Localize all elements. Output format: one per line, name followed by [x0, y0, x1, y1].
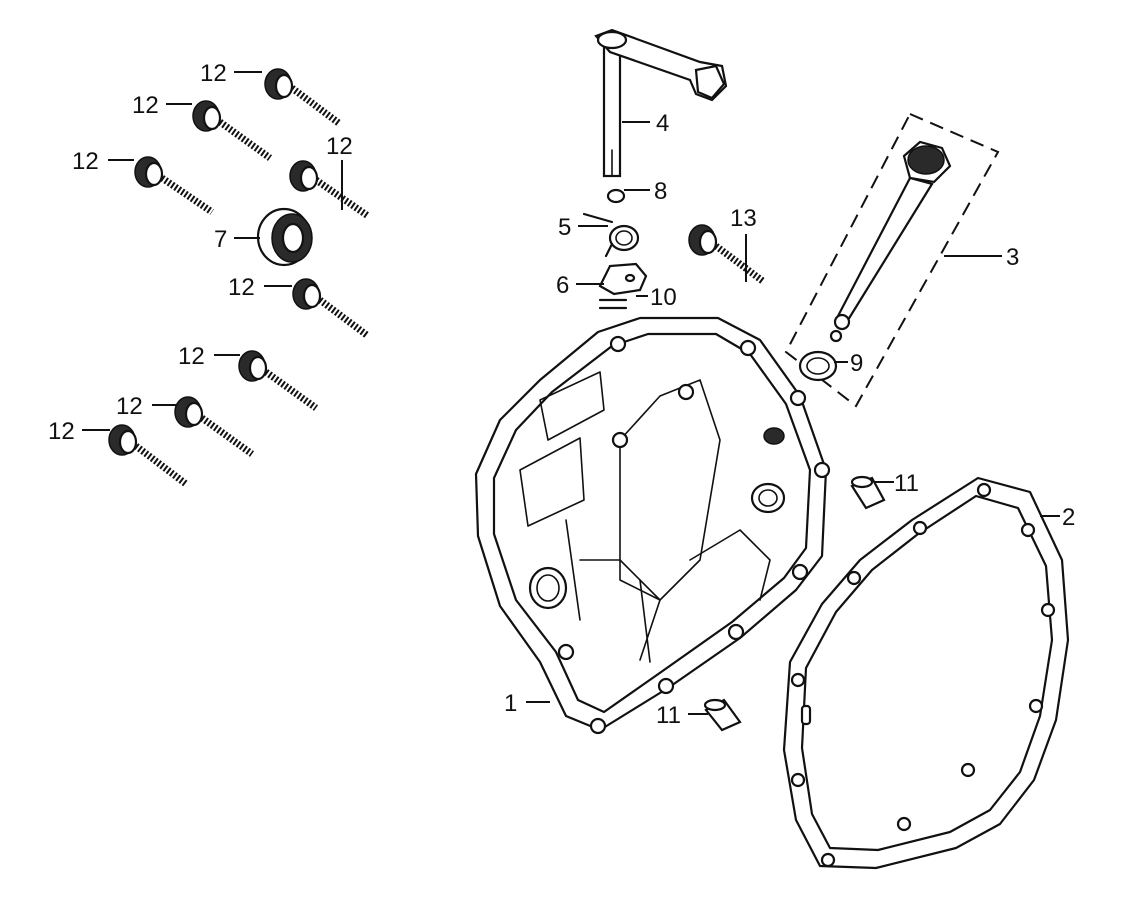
callout-2: 2 — [1062, 504, 1075, 531]
bolt-12-d — [289, 160, 370, 219]
dowel-pin-11-b — [703, 698, 742, 732]
callout-12g: 12 — [116, 393, 143, 420]
crankcase-cover-1 — [474, 316, 831, 735]
dowel-pin-11-a — [850, 475, 886, 510]
bolt-12-h — [108, 424, 189, 487]
callout-12h: 12 — [48, 418, 75, 445]
bolt-12-g — [174, 396, 255, 457]
callout-7: 7 — [214, 226, 227, 253]
pin-10 — [598, 298, 628, 310]
bolt-12-f — [238, 350, 319, 411]
callout-12a: 12 — [200, 60, 227, 87]
bolt-12-a — [264, 68, 343, 127]
gasket-2 — [782, 476, 1070, 870]
callout-13: 13 — [730, 205, 757, 232]
callout-12d: 12 — [326, 133, 353, 160]
dipstick-assembly-3 — [784, 112, 1000, 408]
callout-11b: 11 — [656, 702, 681, 729]
washer-8 — [606, 188, 626, 204]
bolt-12-c — [134, 156, 214, 215]
callout-4: 4 — [656, 110, 669, 137]
callout-12f: 12 — [178, 343, 205, 370]
callout-11a: 11 — [894, 470, 919, 497]
callout-12e: 12 — [228, 274, 255, 301]
callout-3: 3 — [1006, 244, 1019, 271]
bolt-13 — [688, 224, 767, 285]
callout-8: 8 — [654, 178, 667, 205]
callout-1: 1 — [504, 690, 517, 717]
plate-6 — [598, 262, 648, 296]
leader-lines — [82, 71, 1060, 715]
spring-5 — [582, 212, 640, 258]
callout-10: 10 — [650, 284, 677, 311]
callout-labels: 12 12 12 12 7 12 12 12 12 4 8 5 13 6 10 … — [48, 60, 1075, 729]
oil-seal-7 — [256, 207, 313, 267]
callout-9: 9 — [850, 350, 863, 377]
kick-shaft-4 — [594, 28, 728, 178]
callout-12b: 12 — [132, 92, 159, 119]
o-ring-9 — [798, 350, 838, 382]
callout-12c: 12 — [72, 148, 99, 175]
callout-5: 5 — [558, 214, 571, 241]
bolt-12-e — [292, 278, 371, 339]
bolt-12-b — [192, 100, 273, 161]
callout-6: 6 — [556, 272, 569, 299]
